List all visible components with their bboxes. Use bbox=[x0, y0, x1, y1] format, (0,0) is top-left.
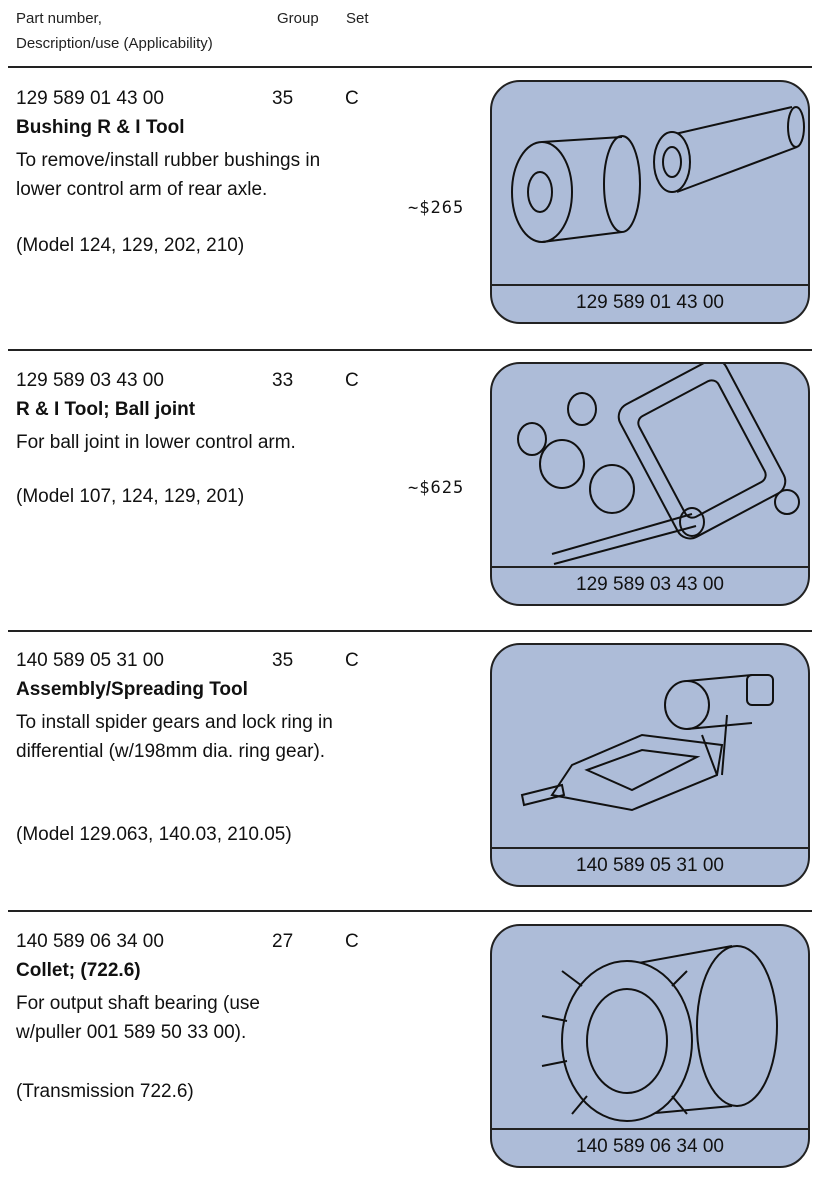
applicability: (Model 129.063, 140.03, 210.05) bbox=[16, 824, 292, 845]
group: 35 bbox=[272, 88, 294, 109]
tool-description: To remove/install rubber bushings in low… bbox=[16, 150, 321, 200]
tool-title: Bushing R & I Tool bbox=[16, 117, 185, 138]
tool-illustration-panel: 129 589 01 43 00 bbox=[490, 80, 810, 324]
part-number: 140 589 06 34 00 bbox=[16, 931, 164, 952]
tool-title: R & I Tool; Ball joint bbox=[16, 399, 196, 420]
set: C bbox=[345, 650, 359, 671]
tool-description: For output shaft bearing (use w/puller 0… bbox=[16, 993, 260, 1043]
price-note: ~$265 bbox=[408, 198, 465, 218]
tool-description: To install spider gears and lock ring in… bbox=[16, 712, 333, 762]
set: C bbox=[345, 88, 359, 109]
illustration-caption: 129 589 03 43 00 bbox=[492, 566, 808, 604]
collet-illustration bbox=[541, 945, 778, 1122]
spreading-tool-illustration bbox=[520, 674, 774, 812]
divider bbox=[8, 66, 812, 68]
group: 33 bbox=[272, 370, 294, 391]
illustration-caption: 140 589 05 31 00 bbox=[492, 847, 808, 885]
ball-joint-tool-illustration bbox=[517, 364, 800, 565]
applicability: (Model 107, 124, 129, 201) bbox=[16, 486, 245, 507]
set: C bbox=[345, 370, 359, 391]
tool-description: For ball joint in lower control arm. bbox=[16, 432, 296, 453]
part-number: 129 589 03 43 00 bbox=[16, 370, 164, 391]
tool-illustration-panel: 129 589 03 43 00 bbox=[490, 362, 810, 606]
illustration-caption: 129 589 01 43 00 bbox=[492, 284, 808, 322]
part-number: 129 589 01 43 00 bbox=[16, 88, 164, 109]
tool-title: Assembly/Spreading Tool bbox=[16, 679, 248, 700]
tool-illustration-panel: 140 589 06 34 00 bbox=[490, 924, 810, 1168]
illustration-caption: 140 589 06 34 00 bbox=[492, 1128, 808, 1166]
set: C bbox=[345, 931, 359, 952]
price-note: ~$625 bbox=[408, 478, 465, 498]
header-group: Group bbox=[277, 10, 319, 27]
applicability: (Transmission 722.6) bbox=[16, 1081, 194, 1102]
part-number: 140 589 05 31 00 bbox=[16, 650, 164, 671]
divider bbox=[8, 630, 812, 632]
header-col1-line1: Part number, bbox=[16, 10, 102, 27]
tool-title: Collet; (722.6) bbox=[16, 960, 141, 981]
header-col1-line2: Description/use (Applicability) bbox=[16, 35, 213, 52]
divider bbox=[8, 910, 812, 912]
applicability: (Model 124, 129, 202, 210) bbox=[16, 235, 245, 256]
bushing-tool-illustration bbox=[511, 106, 805, 243]
group: 35 bbox=[272, 650, 294, 671]
divider bbox=[8, 349, 812, 351]
tool-illustration-panel: 140 589 05 31 00 bbox=[490, 643, 810, 887]
group: 27 bbox=[272, 931, 294, 952]
header-set: Set bbox=[346, 10, 369, 27]
